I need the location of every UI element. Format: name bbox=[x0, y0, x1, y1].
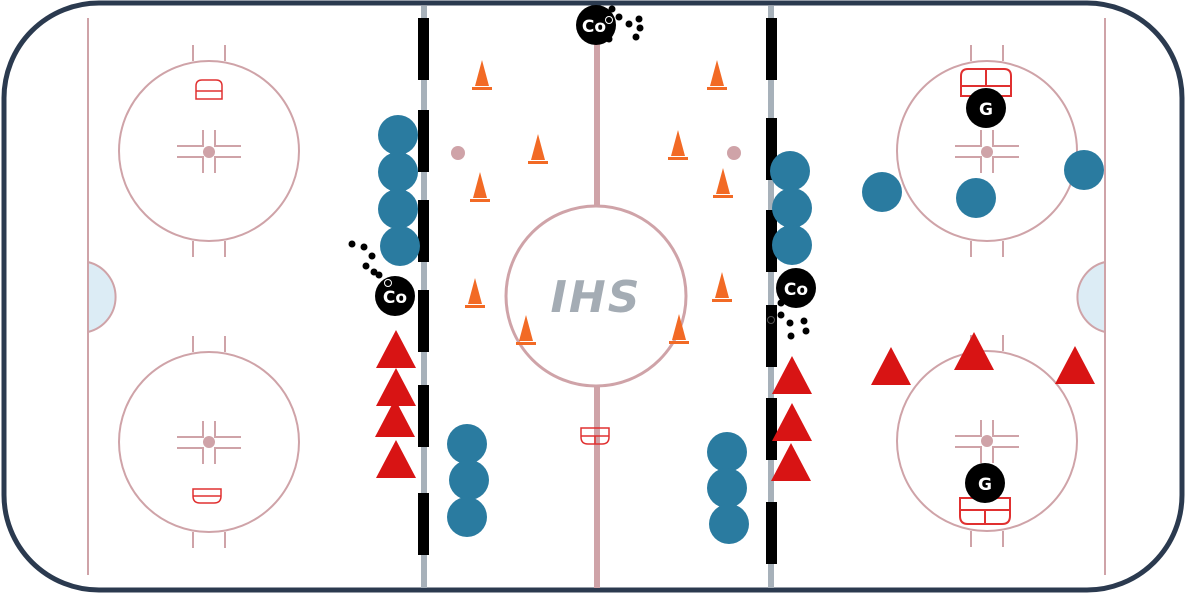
net-icon bbox=[580, 427, 610, 445]
player-red bbox=[376, 440, 416, 478]
faceoff-circle-right-top bbox=[896, 45, 1078, 257]
puck bbox=[800, 317, 808, 325]
player-blue bbox=[862, 172, 902, 212]
cone-icon bbox=[707, 60, 727, 90]
cone-icon bbox=[472, 60, 492, 90]
cone-icon bbox=[516, 315, 536, 345]
blue-players bbox=[378, 115, 1104, 544]
player-blue bbox=[449, 460, 489, 500]
center-ice-logo: IHS bbox=[551, 272, 642, 323]
puck bbox=[608, 5, 616, 13]
goalie-marker: G bbox=[965, 463, 1005, 503]
puck bbox=[786, 319, 794, 327]
player-blue bbox=[707, 468, 747, 508]
goal-crease-right bbox=[1076, 260, 1106, 334]
cone-icon bbox=[528, 134, 548, 164]
puck bbox=[636, 24, 644, 32]
player-red bbox=[376, 368, 416, 406]
faceoff-circle-right-bottom bbox=[896, 335, 1078, 547]
player-blue bbox=[707, 432, 747, 472]
svg-text:Co: Co bbox=[784, 280, 808, 300]
player-blue bbox=[1064, 150, 1104, 190]
net-icon bbox=[195, 79, 223, 100]
cone-icon bbox=[465, 278, 485, 308]
puck bbox=[635, 15, 643, 23]
neutral-faceoff-dot bbox=[451, 146, 465, 160]
player-red bbox=[772, 403, 812, 441]
player-blue bbox=[956, 178, 996, 218]
cone-icon bbox=[470, 172, 490, 202]
puck bbox=[632, 33, 640, 41]
cone-icon bbox=[713, 168, 733, 198]
player-red bbox=[954, 332, 994, 370]
cone-icon bbox=[668, 130, 688, 160]
goal-crease-left bbox=[87, 260, 117, 334]
player-blue bbox=[378, 152, 418, 192]
neutral-faceoff-dot bbox=[727, 146, 741, 160]
puck bbox=[615, 13, 623, 21]
svg-text:G: G bbox=[979, 100, 993, 120]
puck bbox=[777, 311, 785, 319]
center-circle bbox=[504, 204, 688, 388]
net-icon bbox=[960, 68, 1012, 97]
svg-text:Co: Co bbox=[582, 17, 606, 37]
faceoff-circle-left-bottom bbox=[118, 336, 300, 548]
player-blue bbox=[380, 226, 420, 266]
puck bbox=[802, 327, 810, 335]
player-blue bbox=[447, 424, 487, 464]
coach-marker: Co bbox=[375, 276, 415, 316]
cone-icon bbox=[712, 272, 732, 302]
puck bbox=[625, 20, 633, 28]
puck bbox=[787, 332, 795, 340]
coach-marker: Co bbox=[776, 268, 816, 308]
net-icon bbox=[192, 488, 222, 504]
player-blue bbox=[709, 504, 749, 544]
player-blue bbox=[447, 497, 487, 537]
player-red bbox=[375, 399, 415, 437]
puck bbox=[767, 316, 775, 324]
player-red bbox=[1055, 346, 1095, 384]
puck bbox=[362, 262, 370, 270]
puck bbox=[368, 252, 376, 260]
svg-text:Co: Co bbox=[383, 288, 407, 308]
net-icon bbox=[959, 497, 1011, 525]
cones bbox=[465, 60, 733, 345]
red-players bbox=[375, 330, 1095, 481]
svg-text:G: G bbox=[978, 475, 992, 495]
puck bbox=[360, 243, 368, 251]
player-blue bbox=[772, 188, 812, 228]
player-red bbox=[772, 356, 812, 394]
player-red bbox=[771, 443, 811, 481]
player-blue bbox=[378, 115, 418, 155]
board-markers-right bbox=[766, 18, 777, 564]
cone-icon bbox=[669, 314, 689, 344]
player-blue bbox=[378, 189, 418, 229]
puck bbox=[348, 240, 356, 248]
player-blue bbox=[772, 225, 812, 265]
player-red bbox=[871, 347, 911, 385]
puck bbox=[375, 271, 383, 279]
player-red bbox=[376, 330, 416, 368]
player-blue bbox=[770, 151, 810, 191]
coach-marker: Co bbox=[576, 5, 616, 45]
goalie-marker: G bbox=[966, 88, 1006, 128]
faceoff-circle-left-top bbox=[118, 45, 300, 257]
board-markers-left bbox=[418, 18, 429, 555]
